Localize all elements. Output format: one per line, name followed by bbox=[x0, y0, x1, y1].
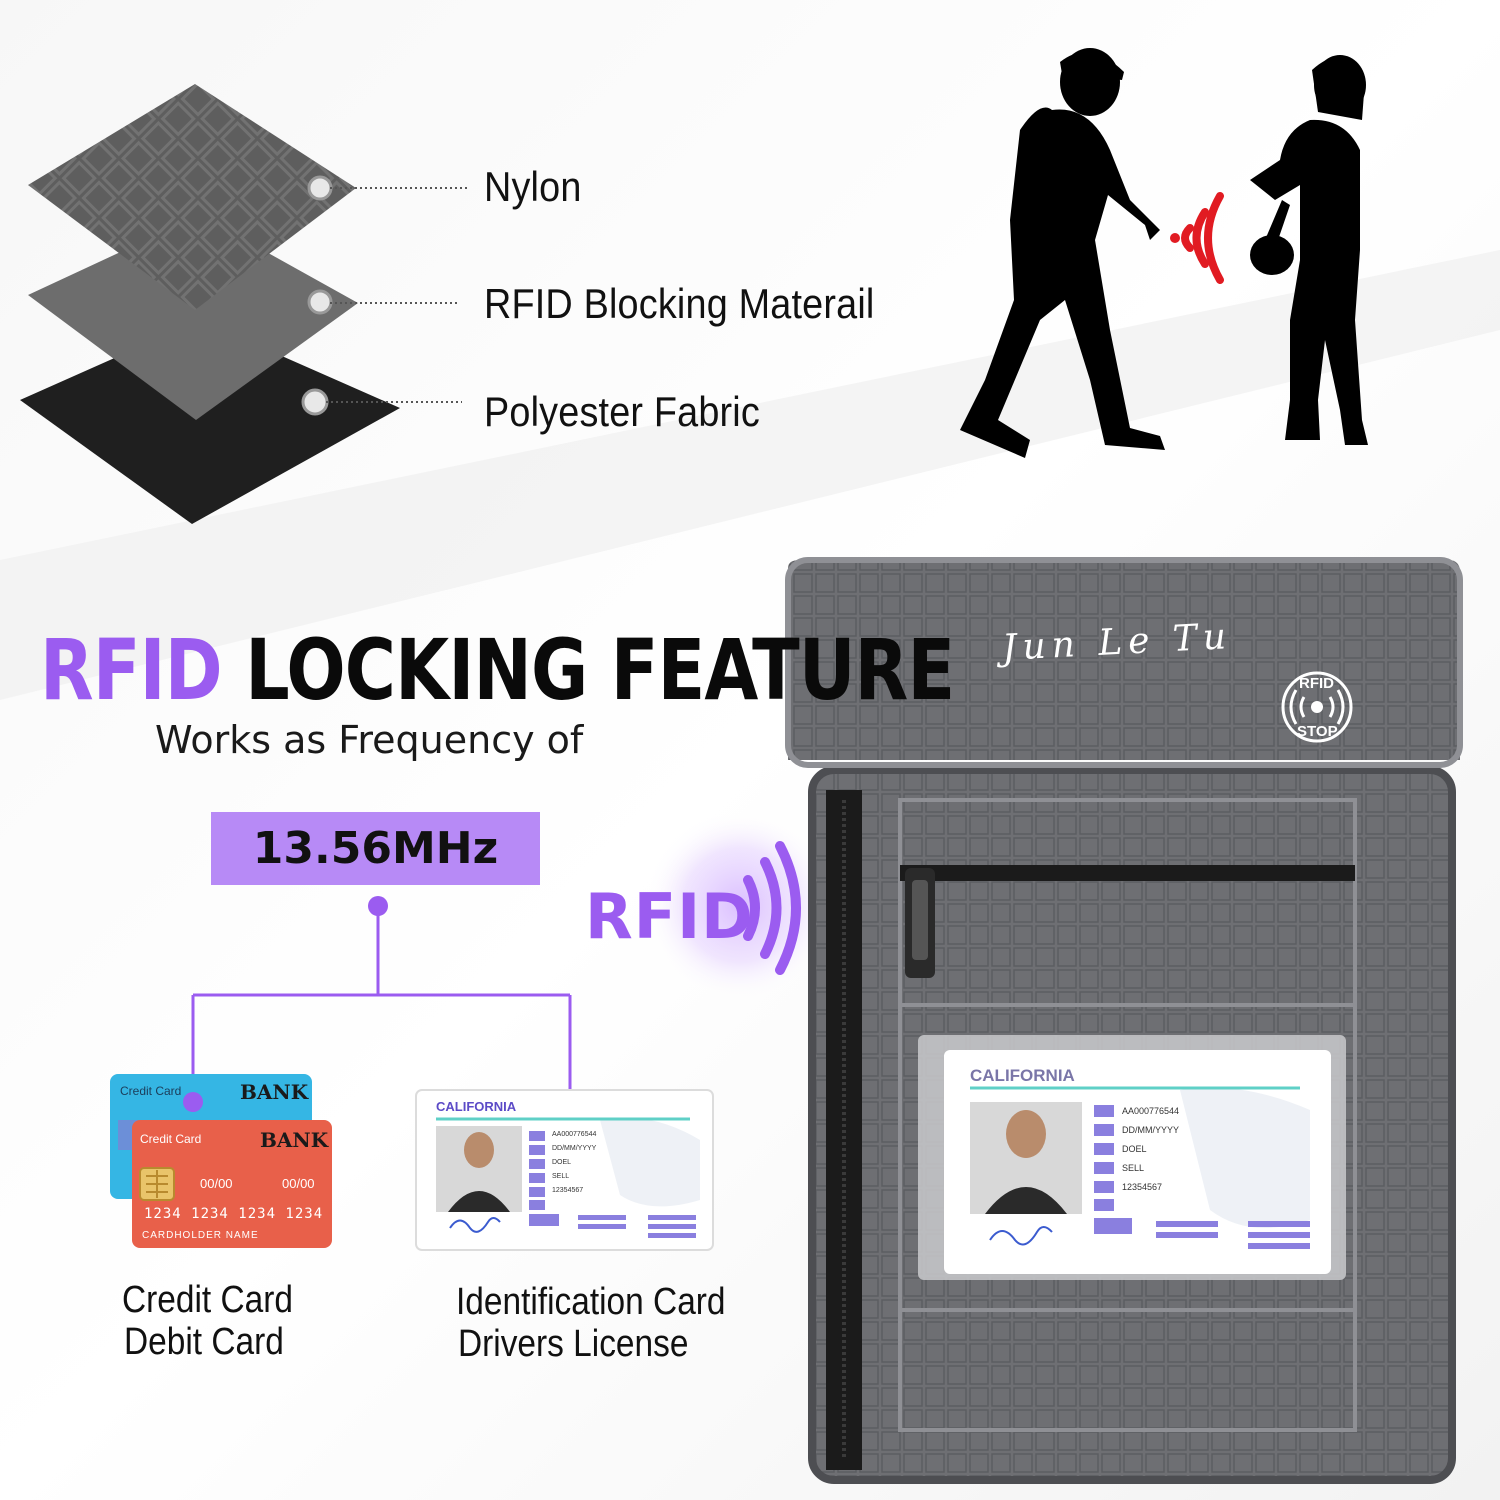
caption-credit-line1: Credit Card bbox=[122, 1279, 293, 1321]
layer-polyester-sheet bbox=[20, 320, 400, 524]
credit-front-type: Credit Card bbox=[140, 1132, 202, 1146]
window-id-last-name: DOEL bbox=[1122, 1144, 1147, 1154]
headline-accent: RFID bbox=[40, 621, 223, 719]
credit-card-front bbox=[132, 1120, 332, 1248]
credit-back-type: Credit Card bbox=[120, 1084, 182, 1098]
window-id-first-name: SELL bbox=[1122, 1163, 1145, 1173]
rfid-wave-icon bbox=[743, 841, 801, 975]
signal-arcs bbox=[1181, 192, 1224, 284]
victim-silhouette bbox=[1250, 55, 1368, 445]
id-first-name: SELL bbox=[552, 1173, 570, 1180]
headline-rest: LOCKING FEATURE bbox=[245, 621, 955, 719]
credit-number: 1234 1234 1234 1234 bbox=[144, 1206, 324, 1222]
credit-front-bank: BANK bbox=[260, 1128, 329, 1152]
window-id-number: AA000776544 bbox=[1122, 1106, 1180, 1116]
layer-nylon-sheet bbox=[28, 84, 356, 310]
credit-back-bank: BANK bbox=[240, 1080, 309, 1104]
stamp-top-text: RFID bbox=[1299, 675, 1334, 692]
id-number: AA000776544 bbox=[552, 1131, 597, 1138]
caption-credit-line2: Debit Card bbox=[124, 1321, 284, 1363]
credit-holder: CARDHOLDER NAME bbox=[142, 1230, 259, 1241]
id-last-name: DOEL bbox=[552, 1159, 572, 1166]
rfid-signal-label: RFID bbox=[585, 880, 754, 953]
passport-pouch bbox=[785, 557, 1463, 1484]
window-id-serial: 12354567 bbox=[1122, 1182, 1163, 1192]
window-id-state: CALIFORNIA bbox=[970, 1066, 1075, 1085]
headline: RFID LOCKING FEATURE bbox=[40, 620, 955, 720]
credit-valid: 00/00 bbox=[200, 1176, 233, 1191]
layer-label-nylon: Nylon bbox=[484, 163, 582, 210]
id-dob: DD/MM/YYYY bbox=[552, 1145, 597, 1152]
window-id-dob: DD/MM/YYYY bbox=[1122, 1125, 1180, 1135]
credit-expires: 00/00 bbox=[282, 1176, 315, 1191]
frequency-badge: 13.56MHz bbox=[211, 812, 540, 885]
id-state: CALIFORNIA bbox=[436, 1099, 517, 1114]
headline-subtitle: Works as Frequency of bbox=[155, 718, 584, 762]
caption-id-line1: Identification Card bbox=[456, 1281, 726, 1323]
stamp-bottom-text: STOP bbox=[1297, 723, 1338, 740]
caption-id-line2: Drivers License bbox=[458, 1323, 689, 1365]
layer-label-rfid-material: RFID Blocking Materail bbox=[484, 280, 875, 327]
id-serial: 12354567 bbox=[552, 1187, 584, 1194]
rfid-stop-icon bbox=[1281, 671, 1353, 743]
layer-label-polyester: Polyester Fabric bbox=[484, 388, 760, 435]
thief-silhouette bbox=[960, 48, 1165, 458]
